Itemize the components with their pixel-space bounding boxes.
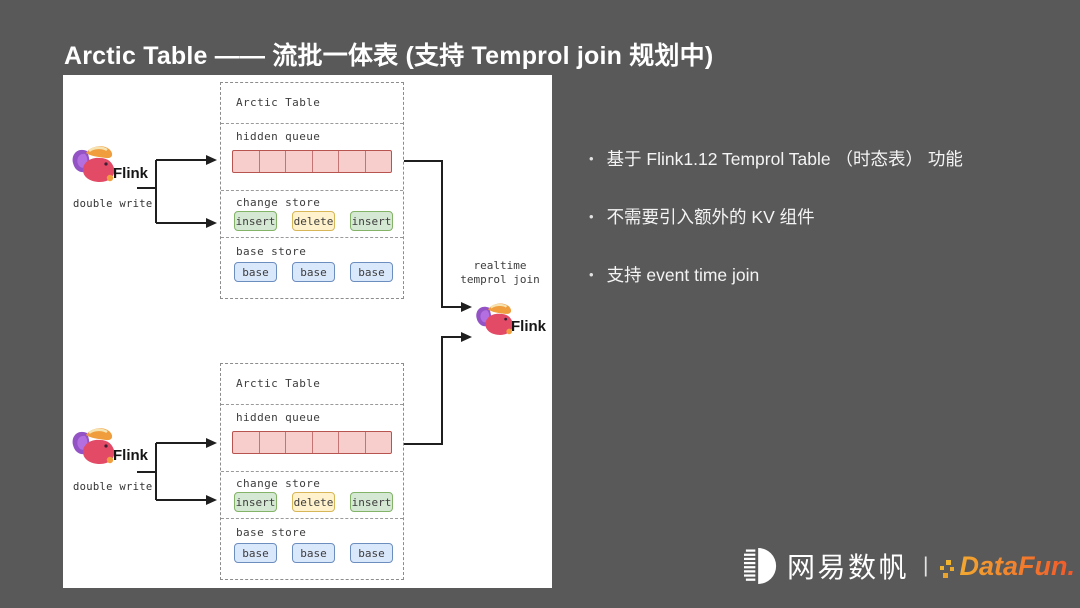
page-title: Arctic Table —— 流批一体表 (支持 Temprol join 规… — [64, 42, 714, 70]
base-chip: base — [292, 262, 335, 282]
datafun-pixel-dot — [943, 572, 949, 578]
hidden-queue-section: hidden queue — [221, 405, 403, 472]
delete-chip: delete — [292, 211, 335, 231]
datafun-pixel-dot — [946, 559, 952, 565]
base-store-chips: base base base — [234, 262, 393, 282]
flink-consumer: Flink — [474, 301, 546, 339]
queue-cell — [339, 151, 366, 172]
change-store-label: change store — [236, 196, 321, 209]
datafun-logo: DataFun. — [940, 551, 1075, 582]
change-store-chips: insert delete insert — [234, 211, 393, 231]
bullet-dot: • — [589, 151, 594, 166]
box-header: Arctic Table — [221, 83, 403, 124]
hidden-queue-label: hidden queue — [236, 130, 321, 143]
arctic-table-box-bottom: Arctic Table hidden queue change store i… — [220, 363, 404, 580]
realtime-join-line2: temprol join — [460, 273, 540, 286]
queue-cell — [286, 432, 313, 453]
diagram-panel: Flink double write Arctic Table hidden q… — [63, 75, 552, 588]
flink-label: Flink — [113, 447, 149, 464]
realtime-join-label: realtime temprol join — [440, 259, 560, 287]
base-chip: base — [350, 543, 393, 563]
double-write-label: double write — [73, 198, 153, 210]
insert-chip: insert — [350, 211, 393, 231]
bullet-list: • 基于 Flink1.12 Temprol Table （时态表） 功能 • … — [589, 146, 1069, 320]
flink-source-bottom: Flink — [70, 426, 148, 468]
base-store-label: base store — [236, 245, 307, 258]
datafun-text: DataFun. — [959, 550, 1075, 581]
box-title: Arctic Table — [236, 377, 321, 390]
insert-chip: insert — [234, 211, 277, 231]
flink-squirrel-icon — [72, 428, 115, 464]
queue-cell — [366, 151, 392, 172]
box-header: Arctic Table — [221, 364, 403, 405]
hidden-queue-label: hidden queue — [236, 411, 321, 424]
bullet-dot: • — [589, 267, 594, 282]
insert-chip: insert — [350, 492, 393, 512]
box-title: Arctic Table — [236, 96, 321, 109]
queue-cell — [260, 432, 286, 453]
queue-cell — [339, 432, 366, 453]
change-store-section: change store insert delete insert — [221, 191, 403, 238]
double-write-label: double write — [73, 481, 153, 493]
flink-label: Flink — [511, 318, 547, 335]
flink-squirrel-icon — [72, 146, 115, 182]
queue-cell — [233, 432, 260, 453]
bullet-dot: • — [589, 209, 594, 224]
bullet-item: • 不需要引入额外的 KV 组件 — [589, 204, 1069, 230]
realtime-join-line1: realtime — [473, 259, 527, 272]
change-store-chips: insert delete insert — [234, 492, 393, 512]
flink-squirrel-icon — [476, 303, 514, 335]
bullet-item: • 支持 event time join — [589, 262, 1069, 288]
base-store-label: base store — [236, 526, 307, 539]
insert-chip: insert — [234, 492, 277, 512]
base-store-section: base store base base base — [221, 519, 403, 579]
footer-divider: | — [923, 554, 929, 577]
queue-cell — [313, 432, 339, 453]
queue-cell — [366, 432, 392, 453]
datafun-pixel-dot — [940, 565, 945, 570]
change-store-label: change store — [236, 477, 321, 490]
netease-shufan-text: 网易数帆 — [787, 552, 910, 583]
queue-cell — [286, 151, 313, 172]
base-chip: base — [292, 543, 335, 563]
base-chip: base — [234, 543, 277, 563]
flink-label: Flink — [113, 165, 149, 182]
arctic-table-box-top: Arctic Table hidden queue change store i… — [220, 82, 404, 299]
queue-cell — [233, 151, 260, 172]
queue-cell — [313, 151, 339, 172]
datafun-pixel-dot — [950, 566, 955, 571]
bullet-text: 基于 Flink1.12 Temprol Table （时态表） 功能 — [606, 149, 963, 169]
hidden-queue-section: hidden queue — [221, 124, 403, 191]
hidden-queue — [232, 431, 392, 454]
flink-source-top: Flink — [70, 144, 148, 186]
footer: 网易数帆 | DataFun. — [744, 545, 1075, 587]
bullet-text: 不需要引入额外的 KV 组件 — [606, 207, 815, 227]
queue-cell — [260, 151, 286, 172]
change-store-section: change store insert delete insert — [221, 472, 403, 519]
base-chip: base — [234, 262, 277, 282]
base-store-chips: base base base — [234, 543, 393, 563]
hidden-queue — [232, 150, 392, 173]
base-store-section: base store base base base — [221, 238, 403, 298]
netease-shufan-icon — [744, 548, 777, 584]
base-chip: base — [350, 262, 393, 282]
bullet-text: 支持 event time join — [606, 265, 760, 285]
bullet-item: • 基于 Flink1.12 Temprol Table （时态表） 功能 — [589, 146, 1069, 172]
delete-chip: delete — [292, 492, 335, 512]
